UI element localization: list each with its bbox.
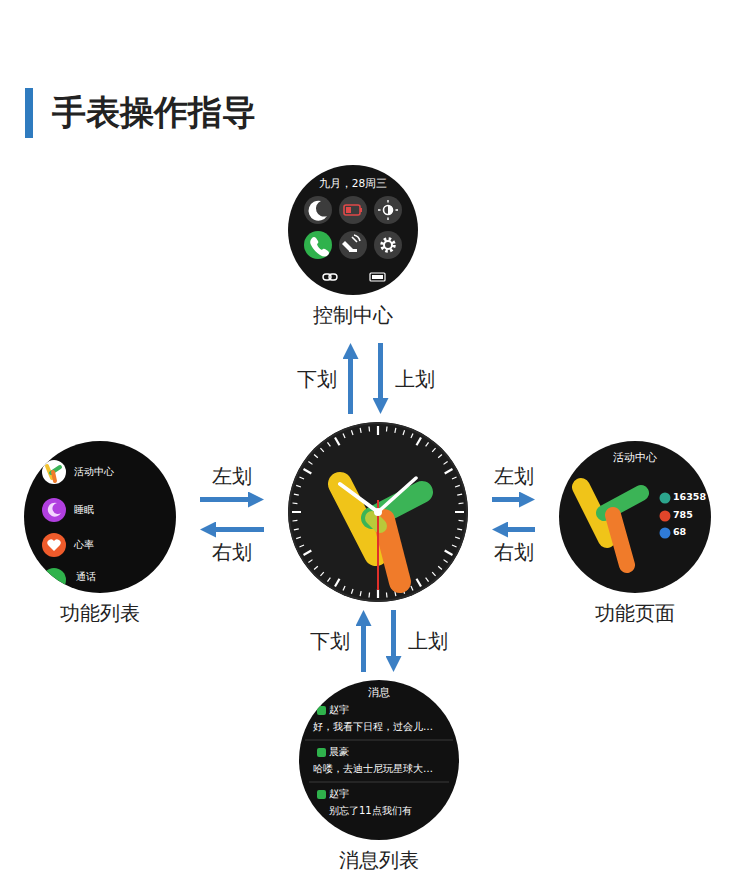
screen-text: 九月，28周三 — [288, 177, 418, 190]
screen-text: 睡眠 — [74, 504, 94, 516]
watch-screen-node: 消息赵宇好，我看下日程，过会儿…晨豪哈喽，去迪士尼玩星球大…赵宇别忘了11点我们… — [299, 680, 459, 880]
page-title: 手表操作指导 — [52, 90, 256, 134]
screen-text: 68 — [673, 526, 686, 537]
gesture-label: 右划 — [212, 540, 252, 564]
screen-caption: 控制中心 — [288, 303, 418, 327]
screen-text: 消息 — [299, 686, 459, 699]
gesture-label: 下划 — [310, 629, 350, 653]
swipe-arrow — [492, 497, 525, 502]
swipe-arrow — [348, 353, 353, 414]
watch-screen-node: 九月，28周三控制中心 — [288, 165, 418, 335]
watch-screen-node: 活动中心睡眠心率通话功能列表 — [24, 441, 176, 633]
screen-text: 心率 — [74, 539, 94, 551]
swipe-arrow — [502, 527, 535, 532]
swipe-arrow — [210, 527, 264, 532]
gesture-label: 左划 — [494, 464, 534, 488]
watch-screen: 活动中心睡眠心率通话 — [24, 441, 176, 593]
watch-screen — [288, 422, 468, 602]
screen-text: 活动中心 — [74, 466, 114, 478]
screen-text: 别忘了11点我们有 — [329, 805, 412, 817]
screen-text: 16358 — [673, 491, 706, 502]
swipe-arrow — [200, 497, 254, 502]
watch-screen: 活动中心 16358 785 68 — [559, 441, 711, 593]
title-bar — [25, 88, 33, 138]
watch-screen-node: 活动中心 16358 785 68 功能页面 — [559, 441, 711, 633]
swipe-arrow — [391, 610, 396, 662]
screen-text: 活动中心 — [559, 451, 711, 464]
watch-screen: 消息赵宇好，我看下日程，过会儿…晨豪哈喽，去迪士尼玩星球大…赵宇别忘了11点我们… — [299, 680, 459, 840]
watch-screen-node — [288, 422, 468, 602]
screen-illustration — [24, 441, 176, 593]
screen-text: 晨豪 — [329, 746, 349, 758]
gesture-label: 上划 — [395, 367, 435, 391]
screen-illustration — [288, 422, 468, 602]
swipe-arrow — [378, 343, 383, 404]
gesture-label: 右划 — [494, 540, 534, 564]
screen-text: 好，我看下日程，过会儿… — [313, 721, 433, 733]
gesture-label: 上划 — [408, 629, 448, 653]
screen-caption: 功能页面 — [559, 601, 711, 625]
gesture-label: 左划 — [212, 464, 252, 488]
screen-caption: 消息列表 — [299, 848, 459, 872]
screen-text: 赵宇 — [329, 704, 349, 716]
swipe-arrow — [361, 620, 366, 672]
screen-caption: 功能列表 — [24, 601, 176, 625]
gesture-label: 下划 — [297, 367, 337, 391]
screen-text: 通话 — [76, 571, 96, 583]
screen-text: 哈喽，去迪士尼玩星球大… — [313, 763, 433, 775]
screen-text: 785 — [673, 509, 693, 520]
watch-screen: 九月，28周三 — [288, 165, 418, 295]
screen-text: 赵宇 — [329, 788, 349, 800]
